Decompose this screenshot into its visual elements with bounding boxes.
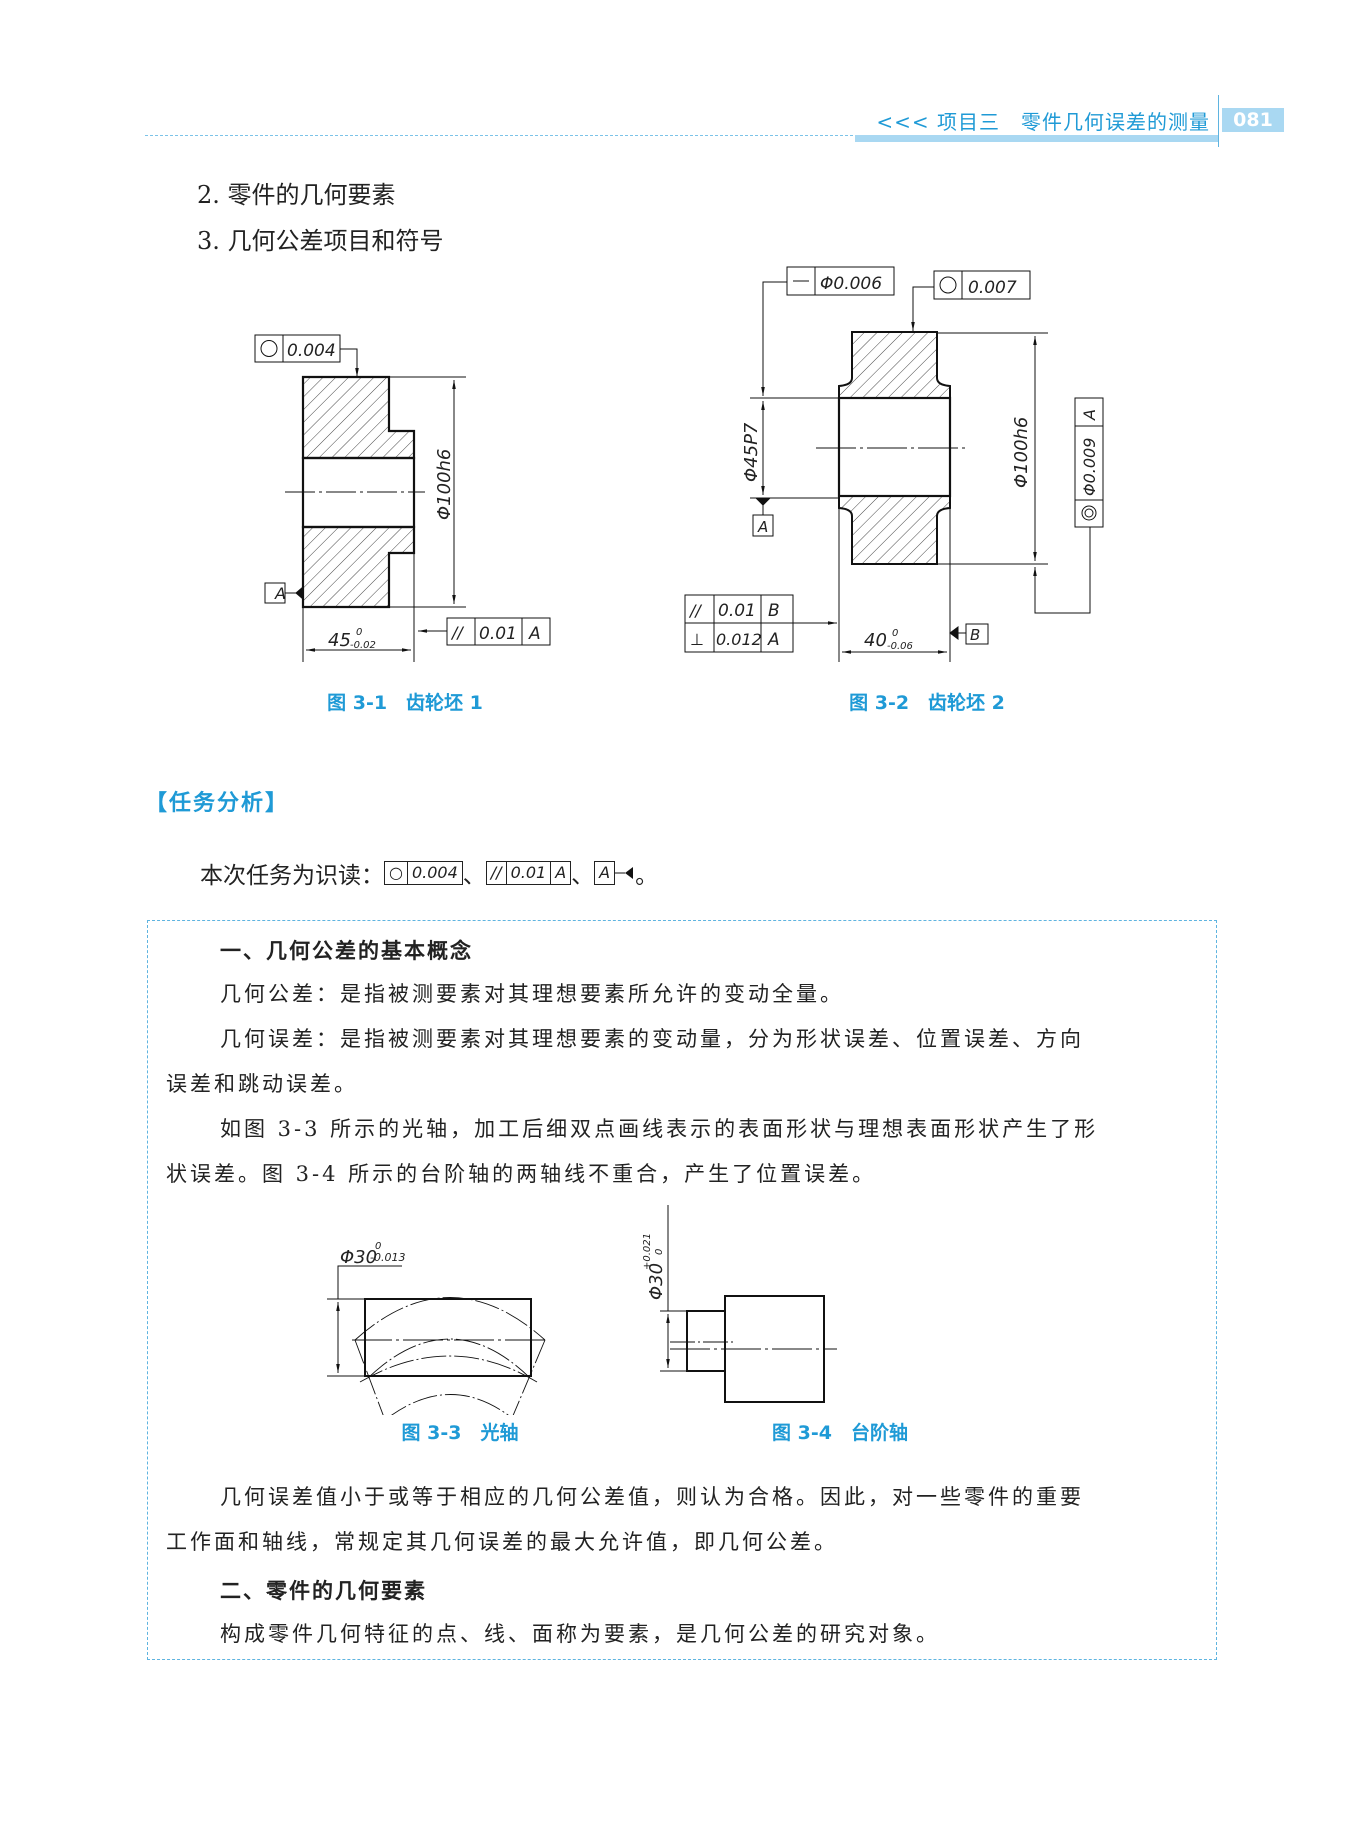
length-dim: 45: [328, 630, 351, 651]
datum-symbol: A: [594, 861, 616, 885]
datum-triangle-icon: [615, 867, 634, 879]
fcf-datum: A: [1080, 409, 1099, 421]
datum-b-label: B: [970, 626, 980, 644]
dim-label: Φ30: [340, 1247, 377, 1268]
fcf-value: Φ0.009: [1080, 438, 1099, 496]
paragraph: 状误差。图 3-4 所示的台阶轴的两轴线不重合，产生了位置误差。: [166, 1162, 877, 1186]
figure-3-1-caption: 图 3-1 齿轮坯 1: [327, 692, 483, 714]
datum-a-label: A: [757, 518, 768, 536]
fcf-roundness: ○0.004: [384, 861, 463, 885]
item-tolerance-symbols: 3. 几何公差项目和符号: [197, 227, 444, 255]
header-bar: [855, 135, 1218, 142]
paragraph: 几何误差值小于或等于相应的几何公差值，则认为合格。因此，对一些零件的重要: [220, 1485, 1084, 1509]
diameter-dim: Φ100h6: [434, 449, 455, 520]
length-dim: 40: [864, 630, 887, 651]
paragraph: 几何公差：是指被测要素对其理想要素所允许的变动全量。: [220, 982, 844, 1006]
dim-label: Φ30: [646, 1263, 667, 1300]
figure-3-3-caption: 图 3-3 光轴: [401, 1422, 519, 1444]
fcf-symbol: //: [450, 623, 464, 642]
header-divider: [145, 135, 1218, 136]
item-geometric-elements: 2. 零件的几何要素: [197, 181, 396, 209]
separator: 、: [571, 863, 595, 889]
fcf-value: 0.01: [718, 601, 756, 621]
fcf-symbol: //: [688, 601, 702, 620]
paragraph: 误差和跳动误差。: [166, 1072, 358, 1096]
paragraph: 如图 3-3 所示的光轴，加工后细双点画线表示的表面形状与理想表面形状产生了形: [220, 1117, 1099, 1141]
length-lower: -0.02: [350, 640, 376, 651]
fcf-symbol: ⊥: [690, 630, 704, 649]
length-lower: -0.06: [887, 641, 913, 652]
figure-3-3-drawing: Φ30 0 -0.013: [327, 1241, 547, 1415]
knowledge-box: [147, 920, 1217, 1660]
bore-dim: Φ45P7: [741, 422, 762, 482]
dim-lower: 0: [654, 1249, 665, 1255]
page-number: 081: [1222, 108, 1284, 132]
datum-label: A: [274, 584, 286, 603]
fcf-datum: B: [768, 601, 780, 621]
fcf-value: Φ0.006: [820, 274, 882, 294]
fcf-datum: A: [528, 624, 541, 644]
figure-3-1-drawing: 0.004 A Φ100h6 45 0 -0.02 // 0.01 A: [254, 334, 551, 662]
chapter-title: <<< 项目三 零件几何误差的测量: [876, 110, 1210, 134]
dim-upper: 0: [375, 1241, 381, 1252]
heading-basic-concepts: 一、几何公差的基本概念: [220, 939, 473, 963]
task-intro: 本次任务为识读：: [200, 863, 384, 889]
figure-3-4-drawing: Φ30 +0.021 0: [642, 1205, 837, 1403]
paragraph: 几何误差：是指被测要素对其理想要素的变动量，分为形状误差、位置误差、方向: [220, 1027, 1084, 1051]
fcf-datum: A: [767, 630, 780, 650]
heading-geometric-elements: 二、零件的几何要素: [220, 1579, 427, 1603]
dim-lower: -0.013: [370, 1251, 405, 1264]
length-upper: 0: [356, 627, 362, 638]
fcf-value: 0.012: [716, 630, 762, 649]
figure-3-4-caption: 图 3-4 台阶轴: [772, 1422, 908, 1444]
dim-upper: +0.021: [642, 1233, 653, 1270]
figure-3-2-drawing: Φ0.006 0.007 Φ45P7 A Φ100h6 A Φ0.009 // …: [684, 266, 1104, 662]
length-upper: 0: [892, 628, 898, 639]
fcf-value: 0.01: [479, 624, 517, 644]
fcf-value: 0.007: [968, 278, 1017, 298]
diameter-dim: Φ100h6: [1011, 417, 1032, 488]
paragraph: 构成零件几何特征的点、线、面称为要素，是几何公差的研究对象。: [220, 1622, 940, 1646]
separator: 、: [462, 863, 486, 889]
fcf-value: 0.004: [287, 341, 336, 361]
period: 。: [635, 863, 659, 889]
task-analysis-title: 【任务分析】: [145, 791, 290, 816]
paragraph: 工作面和轴线，常规定其几何误差的最大允许值，即几何公差。: [166, 1530, 838, 1554]
figure-3-2-caption: 图 3-2 齿轮坯 2: [849, 692, 1005, 714]
header-vertical-line: [1218, 95, 1219, 147]
